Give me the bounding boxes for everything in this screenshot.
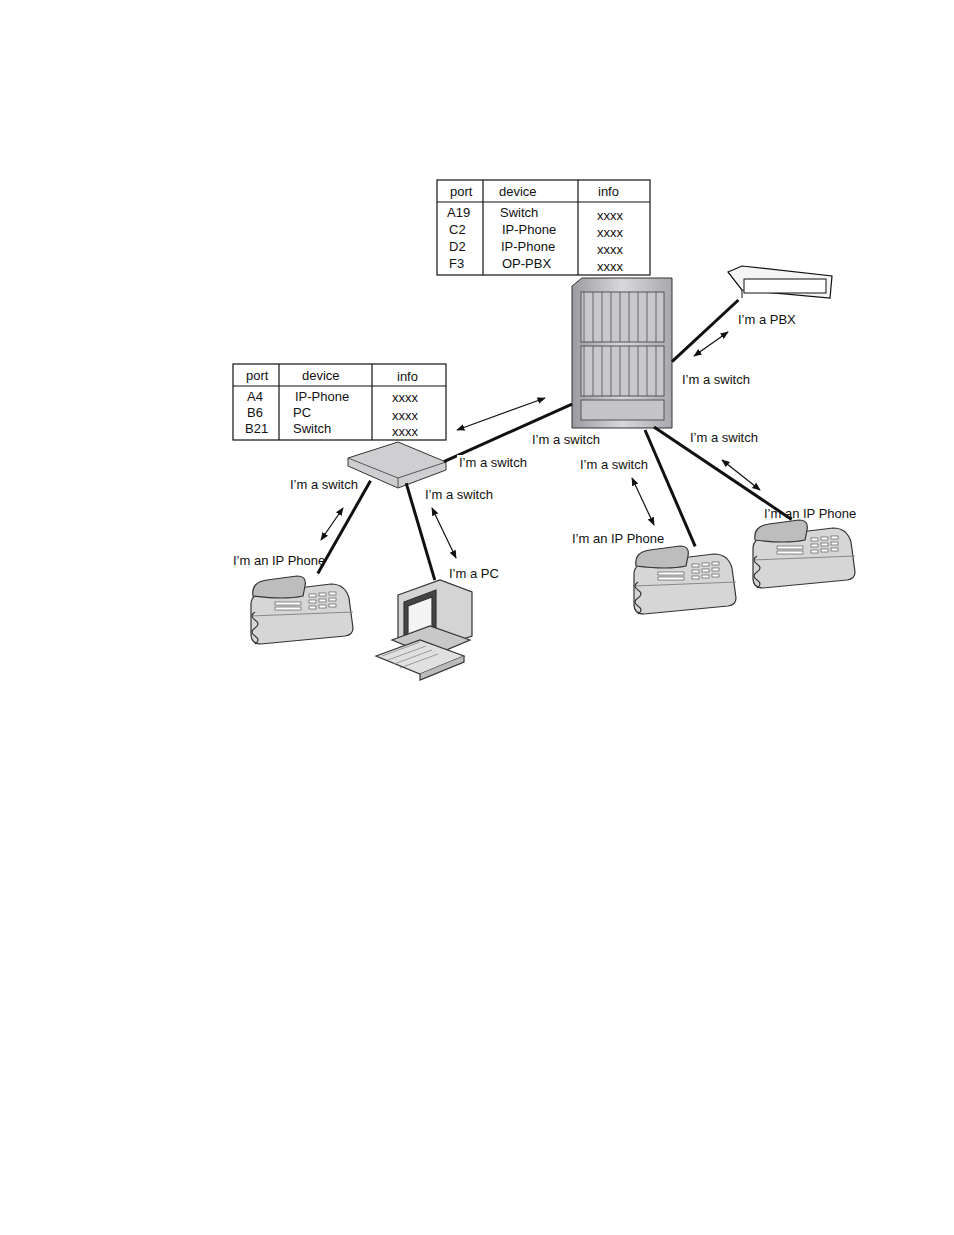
table-cell: IP-Phone (295, 389, 349, 404)
table-cell: xxxx (597, 242, 623, 257)
table-cell: device (499, 184, 537, 199)
network-link (672, 300, 738, 362)
link-label: I’m a switch (680, 372, 752, 387)
device-announcement: I’m an IP Phone (233, 553, 325, 568)
link-label: I’m a switch (457, 455, 529, 470)
ip-phone-icon (251, 576, 353, 644)
link-label: I’m a switch (688, 430, 760, 445)
table-cell: xxxx (597, 208, 623, 223)
table-cell: port (450, 184, 472, 199)
table-cell: OP-PBX (502, 256, 551, 271)
table-cell: xxxx (392, 424, 418, 439)
table-cell: B21 (245, 421, 268, 436)
table-cell: PC (293, 405, 311, 420)
link-label: I’m a switch (578, 457, 650, 472)
table-cell: info (397, 369, 418, 384)
device-announcement: I’m an IP Phone (764, 506, 856, 521)
table-cell: xxxx (392, 390, 418, 405)
table-cell: Switch (500, 205, 538, 220)
pbx-node: I’m a PBX (728, 266, 832, 300)
device-announcement: I’m a PBX (738, 312, 796, 327)
table-cell: C2 (449, 222, 466, 237)
table-cell: A19 (447, 205, 470, 220)
network-link (654, 427, 792, 519)
table-cell: info (598, 184, 619, 199)
pbx-icon (728, 266, 832, 298)
ip-phone-icon (753, 520, 855, 588)
ip-phone-node: I’m an IP Phone (245, 572, 357, 650)
ip-phone-node: I’m an IP Phone (628, 545, 740, 615)
table-cell: IP-Phone (501, 239, 555, 254)
device-announcement: I’m a PC (449, 566, 499, 581)
link-label: I’m a switch (288, 477, 360, 492)
table-cell: Switch (293, 421, 331, 436)
pc-node: I’m a PC (376, 578, 474, 688)
network-link (645, 430, 695, 546)
edge-switch-icon (348, 442, 446, 488)
table-cell: device (302, 368, 340, 383)
exchange-arrow (321, 332, 760, 558)
table-cell: D2 (449, 239, 466, 254)
table-cell: A4 (247, 389, 263, 404)
table-cell: xxxx (597, 259, 623, 274)
device-announcement: I’m an IP Phone (572, 531, 664, 546)
ip-phone-node: I’m an IP Phone (746, 518, 860, 590)
link-label: I’m a switch (423, 487, 495, 502)
chassis-switch-icon (572, 278, 672, 428)
chassis-switch-node (572, 278, 672, 430)
table-cell: port (246, 368, 268, 383)
pc-icon (376, 580, 472, 680)
table-cell: IP-Phone (502, 222, 556, 237)
table-cell: xxxx (392, 408, 418, 423)
table-cell: F3 (449, 256, 464, 271)
ip-phone-icon (634, 546, 736, 614)
table-cell: xxxx (597, 225, 623, 240)
edge-switch-node (345, 440, 447, 488)
link-label: I’m a switch (530, 432, 602, 447)
network-link (318, 481, 371, 574)
table-cell: B6 (247, 405, 263, 420)
